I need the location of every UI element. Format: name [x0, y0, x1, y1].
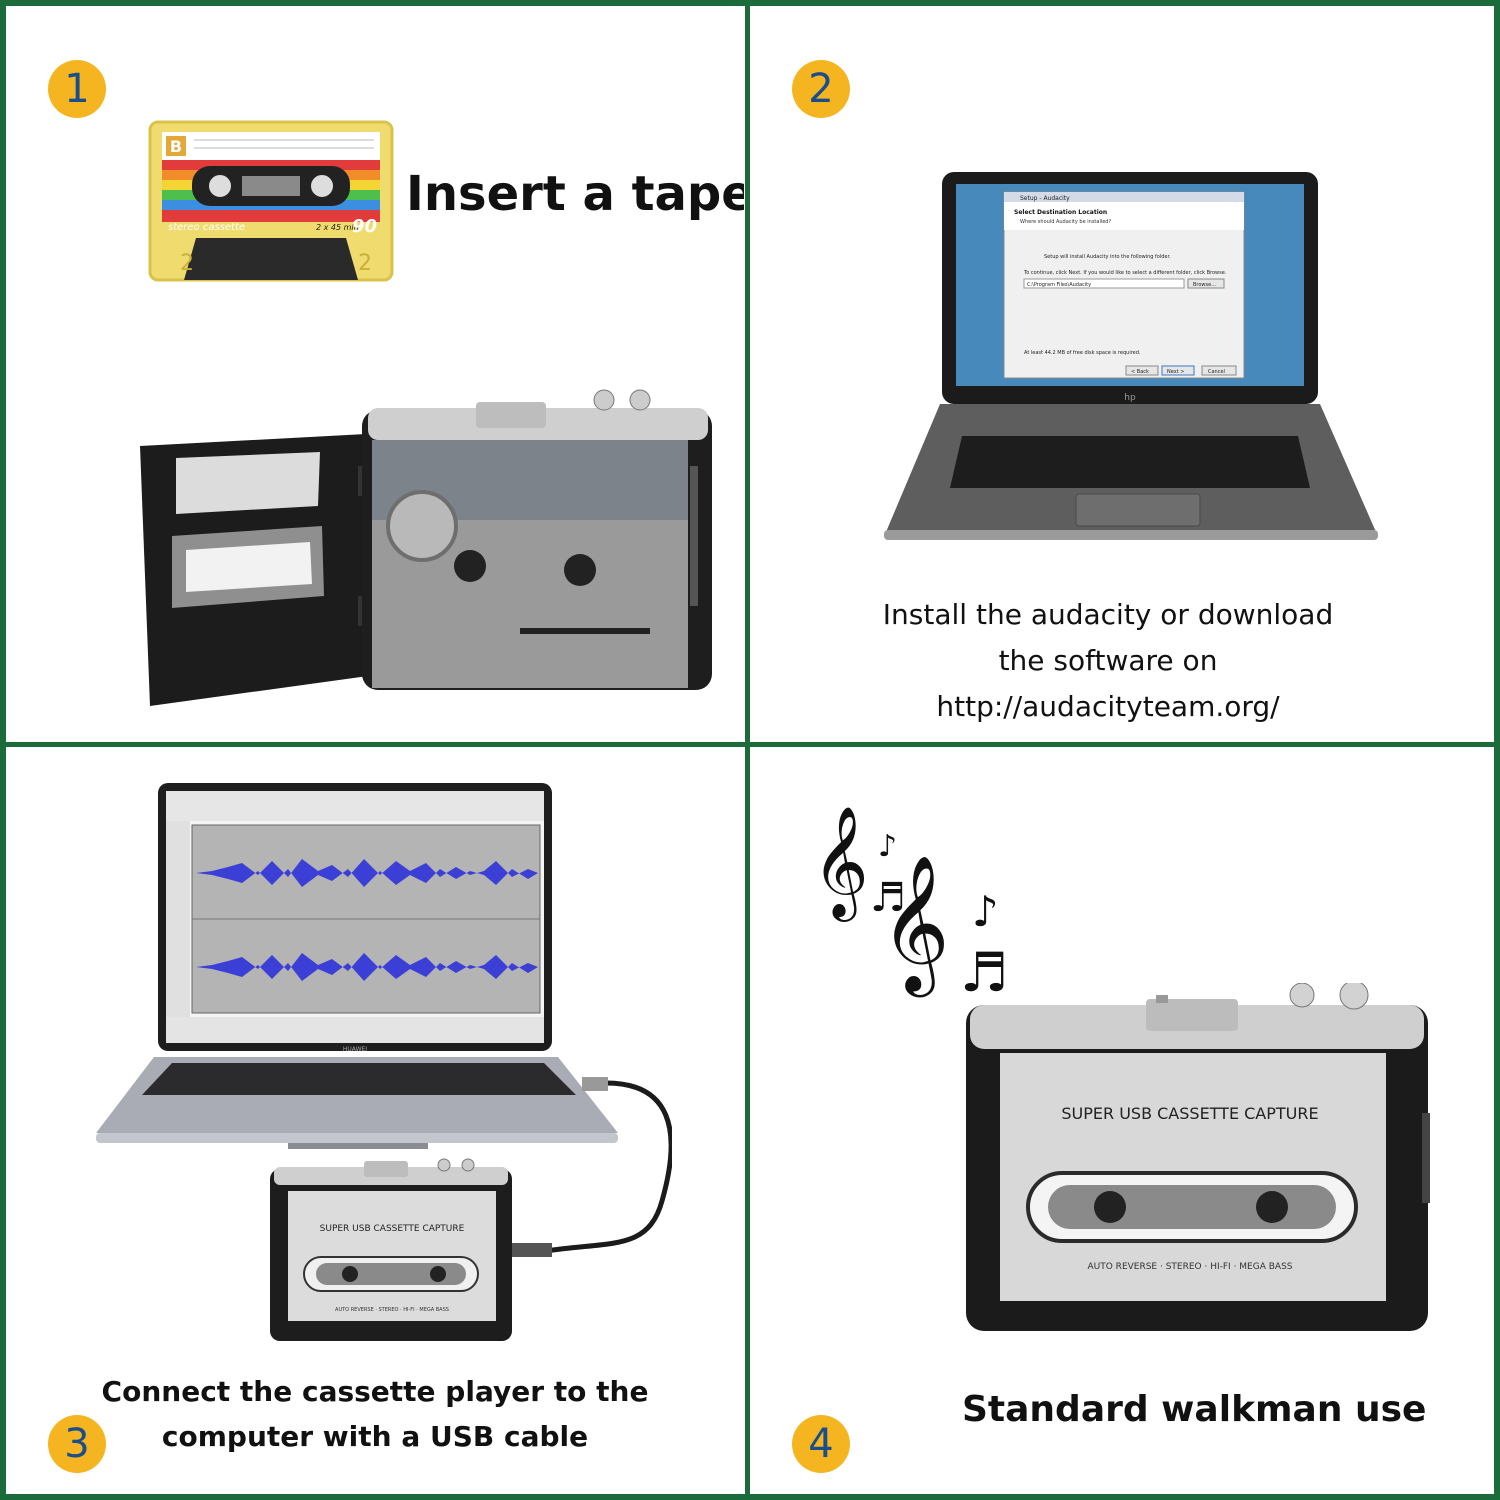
installer-subheading: Where should Audacity be installed?	[1020, 219, 1111, 225]
treble-clef-icon-small: 𝄞	[812, 805, 869, 917]
step-4-badge: 4	[792, 1415, 850, 1473]
small-device-features: AUTO REVERSE · STEREO · HI-FI · MEGA BAS…	[335, 1307, 449, 1313]
installer-cancel-button[interactable]: Cancel	[1208, 369, 1225, 375]
step-3-panel: HUAWEI SUPER USB CASSETTE CAPTURE AUTO R…	[6, 747, 744, 1494]
installer-next-button[interactable]: Next >	[1167, 369, 1184, 375]
step-4-caption: Standard walkman use	[962, 1389, 1427, 1430]
installer-window-title: Setup - Audacity	[1020, 195, 1070, 202]
grid-divider-vertical	[745, 0, 750, 1500]
waveform-bottom	[196, 953, 538, 981]
step-2-caption-line-2: the software on	[998, 644, 1218, 677]
step-2-download-link[interactable]: http://audacityteam.org/	[936, 690, 1280, 723]
step-1-panel: 1 B stereo cassette 2 x 45 min 90 2 2 In…	[6, 6, 744, 742]
hp-logo-text: hp	[1124, 393, 1136, 403]
eighth-note-icon-2: ♪	[972, 887, 999, 936]
installer-heading: Select Destination Location	[1014, 209, 1107, 216]
step-3-caption-line-1: Connect the cassette player to the	[101, 1375, 649, 1408]
device-label: SUPER USB CASSETTE CAPTURE	[1061, 1104, 1318, 1123]
installer-browse-button[interactable]: Browse...	[1193, 282, 1216, 288]
eighth-note-icon: ♪	[878, 829, 898, 864]
grid-divider-horizontal	[0, 742, 1500, 747]
hp-laptop-image: Setup - Audacity Select Destination Loca…	[884, 172, 1378, 540]
treble-clef-icon-large: 𝄞	[880, 853, 950, 991]
cassette-player-image: SUPER USB CASSETTE CAPTURE AUTO REVERSE …	[966, 983, 1430, 1331]
beamed-notes-icon-2: ♬	[960, 941, 1009, 1004]
device-features: AUTO REVERSE · STEREO · HI-FI · MEGA BAS…	[1088, 1262, 1293, 1272]
step-3-caption-line-2: computer with a USB cable	[161, 1420, 589, 1453]
tape-side-number-left: 2	[180, 251, 194, 276]
step-1-caption: Insert a tape	[406, 166, 744, 222]
open-cassette-player-image	[140, 389, 712, 706]
installer-space-note: At least 44.2 MB of free disk space is r…	[1024, 350, 1141, 356]
tape-length-text: 2 x 45 min	[316, 223, 359, 232]
small-device-label: SUPER USB CASSETTE CAPTURE	[320, 1224, 465, 1234]
tape-minutes-text: 90	[352, 216, 377, 237]
waveform-top	[196, 859, 538, 887]
beamed-notes-icon: ♬	[870, 875, 906, 921]
step-2-badge: 2	[792, 60, 850, 118]
installer-line-2: To continue, click Next. If you would li…	[1023, 270, 1227, 276]
installer-back-button[interactable]: < Back	[1131, 369, 1149, 375]
tape-brand-text: stereo cassette	[168, 222, 245, 233]
step-4-panel: 𝄞 𝄞 ♪ ♬ ♪ ♬ SUPER USB CASSETTE CAPTURE A…	[750, 747, 1494, 1494]
tape-side-letter: B	[170, 137, 182, 156]
huawei-logo-text: HUAWEI	[343, 1046, 367, 1053]
step-1-badge: 1	[48, 60, 106, 118]
step-2-caption-line-1: Install the audacity or download	[882, 598, 1334, 631]
tape-side-number-right: 2	[358, 251, 372, 276]
cassette-tape-icon: B stereo cassette 2 x 45 min 90 2 2	[148, 120, 394, 282]
installer-line-1: Setup will install Audacity into the fol…	[1044, 254, 1171, 260]
step-2-panel: 2 Setup - Audacity Select Destination Lo…	[750, 6, 1494, 742]
step-3-badge: 3	[48, 1415, 106, 1473]
installer-path-field[interactable]: C:\Program Files\Audacity	[1027, 282, 1091, 288]
huawei-laptop-with-cassette-image: HUAWEI SUPER USB CASSETTE CAPTURE AUTO R…	[96, 783, 672, 1341]
